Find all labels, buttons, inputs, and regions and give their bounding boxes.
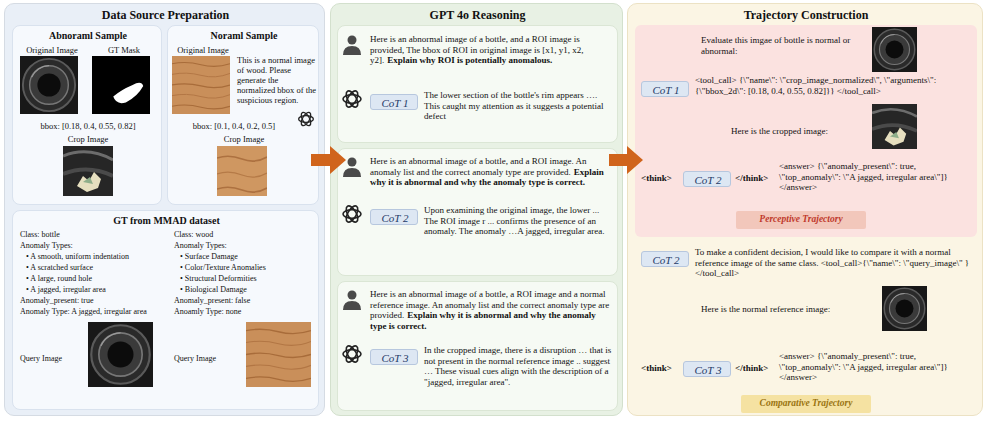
trajectory-tag: Perceptive Trajectory [736,211,866,229]
dialog-box: Here is an abnormal image of a bottle, a… [337,148,618,276]
box-title: Noraml Sample [168,30,320,42]
prompt-text: Here is an abnormal image of a bottle, a… [370,34,614,66]
sample-box: Noraml SampleOriginal ImageThis is a nor… [167,25,319,205]
tool-call-text: To make a confident decision, I would li… [695,247,971,279]
gt-line: • A scratched surface [26,263,170,272]
trajectory-box: Evaluate this imgae of bottle is normal … [635,25,977,237]
think-tag: </think> [735,173,777,184]
stage-panel: GPT 4o ReasoningHere is an abnormal imag… [330,3,623,416]
ground-truth-box: GT from MMAD datasetClass: bottleAnomaly… [12,210,319,410]
image-caption: GT Mask [88,46,160,56]
gt-line: Anomaly Type: A jagged, irregular area [20,307,170,316]
image-caption: Crop Image [168,135,320,145]
response-text: Upon examining the original image, the l… [424,205,614,237]
gt-line: Anomaly_present: false [174,296,314,305]
image-caption: Crop Image [13,135,163,145]
gt-line: • Biological Damage [180,285,314,294]
cot-label: CoT 2 [684,173,732,187]
box-title: GT from MMAD dataset [13,215,320,227]
gt-line: Anomaly Types: [174,241,314,250]
think-tag: <think> [641,173,681,184]
answer-text: <answer> {\"anomaly_present\": true, \"t… [779,351,971,383]
answer-text: <answer> {\"anomaly_present\": true, \"t… [779,161,971,193]
gt-line: • A large, round hole [26,274,170,283]
trajectory-tag: Comparative Trajectory [741,395,871,413]
tool-call-text: <tool_call> {\"name\": \"crop_image_norm… [695,75,971,96]
gt-line: • Structural Deformities [180,274,314,283]
gt-line: Class: bottle [20,230,170,239]
message-text: Here is the normal reference image: [701,304,871,315]
response-text: The lower section of the bottle's rim ap… [424,90,614,122]
gt-line: • A jagged, irregular area [26,285,170,294]
cot-tag: CoT 2 [641,251,689,267]
cot-label: CoT 2 [642,253,690,267]
gt-line: • Surface Damage [180,252,314,261]
message-text: Here is the cropped image: [731,126,861,137]
panel-title: Data Source Preparation [5,8,326,22]
panel-title: Trajectory Construction [628,8,984,22]
image-caption: Query Image [20,354,84,363]
response-text: In the cropped image, there is a disrupt… [424,345,614,387]
sample-box: Abnoraml SampleOriginal ImageGT Mask bbox… [12,25,162,205]
prompt-text: Here is an abnormal image of a bottle, a… [370,289,614,331]
gt-line: • Color/Texture Anomalies [180,263,314,272]
dialog-box: Here is an abnormal image of a bottle, a… [337,25,618,143]
gt-line: • A smooth, uniform indentation [26,252,170,261]
prompt-part: Explain why ROI is potentially anomalous… [387,55,552,65]
dialog-box: Here is an abnormal image of a bottle, a… [337,281,618,411]
gt-line: Anomaly_present: true [20,296,170,305]
cot-label: CoT 1 [642,83,690,97]
prompt-part: Here is an abnormal image of a bottle, a… [370,156,586,177]
gt-line: Class: wood [174,230,314,239]
cot-tag: CoT 3 [683,361,731,377]
cot-tag: CoT 1 [641,81,689,97]
stage-panel: Trajectory Construction To make a confide… [627,3,983,416]
trajectory-label: Comparative Trajectory [741,396,871,411]
gt-line: Anomaly Types: [20,241,170,250]
stage-panel: Data Source PreparationAbnoraml SampleOr… [4,3,325,416]
message-text: Evaluate this imgae of bottle is normal … [701,35,861,56]
cot-tag: CoT 1 [370,94,418,110]
cot-label: CoT 3 [371,351,419,365]
cot-tag: CoT 2 [683,171,731,187]
prompt-text: Here is an abnormal image of a bottle, a… [370,156,614,188]
bbox-text: bbox: [0.18, 0.4, 0.55, 0.82] [13,122,163,132]
bbox-text: bbox: [0.1, 0.4, 0.2, 0.5] [170,122,298,132]
think-tag: </think> [735,363,777,374]
trajectory-label: Perceptive Trajectory [736,212,866,227]
panel-title: GPT 4o Reasoning [331,8,624,22]
cot-label: CoT 3 [684,363,732,377]
gt-line: Anoamly Type: none [174,307,314,316]
think-tag: <think> [641,363,681,374]
image-caption: Original Image [170,46,236,56]
image-caption: Query Image [174,354,238,363]
cot-label: CoT 2 [371,211,419,225]
image-caption: Original Image [16,46,88,56]
cot-tag: CoT 3 [370,349,418,365]
prompt-text: This is a normal image of wood. Please g… [237,56,317,106]
box-title: Abnoraml Sample [13,30,163,42]
cot-tag: CoT 2 [370,209,418,225]
cot-label: CoT 1 [371,96,419,110]
